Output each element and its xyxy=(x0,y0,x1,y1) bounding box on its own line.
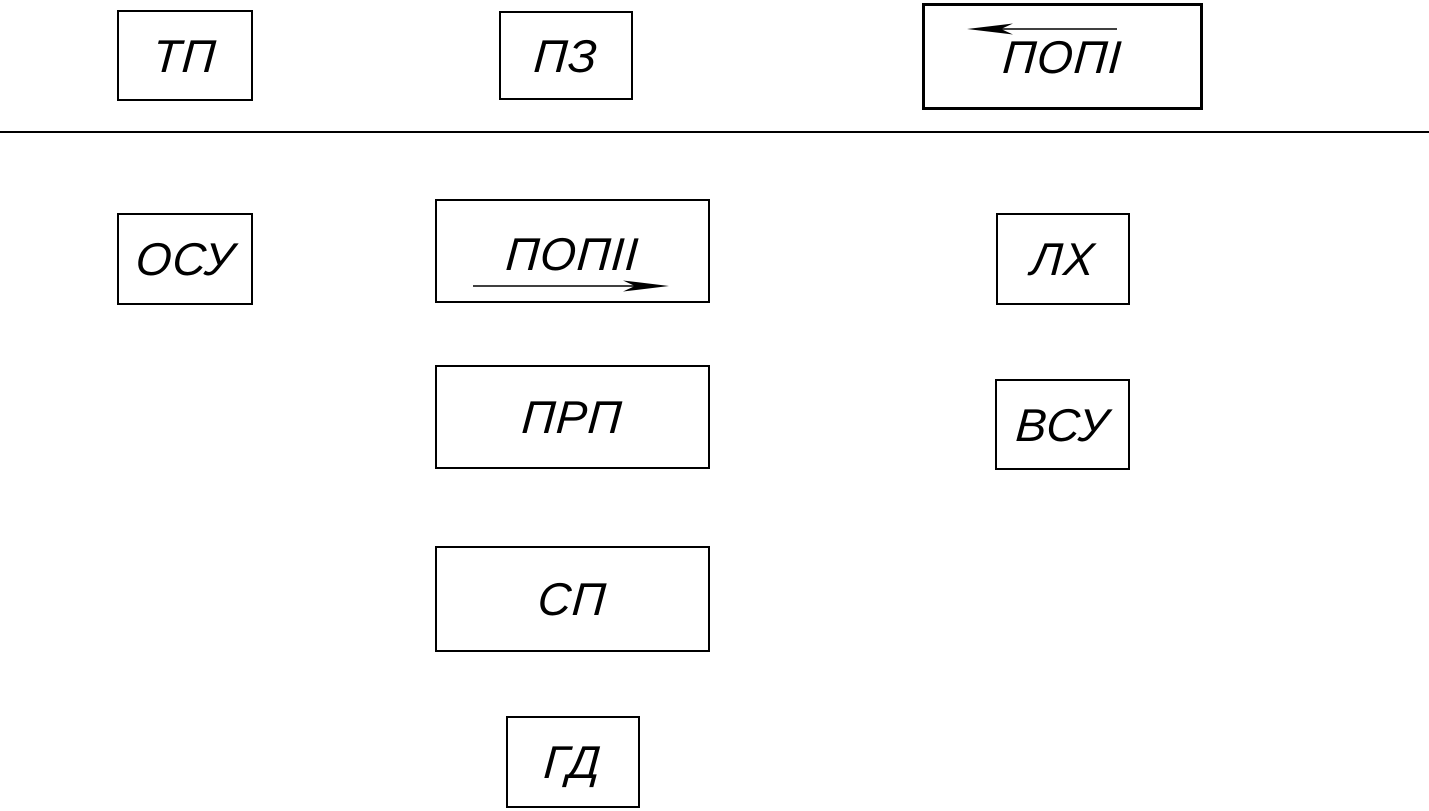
right-arrow-icon xyxy=(473,280,669,292)
block-lh: ЛХ xyxy=(996,213,1130,305)
block-tp-label: ТП xyxy=(151,29,219,82)
block-sp-label: СП xyxy=(536,573,609,625)
block-pop1-label: ПОПI xyxy=(1001,31,1124,83)
block-vsu-label: ВСУ xyxy=(1014,398,1111,451)
left-arrow-icon xyxy=(967,23,1117,35)
block-pz-label: ПЗ xyxy=(532,29,600,82)
block-sp: СП xyxy=(435,546,710,652)
block-osu-label: ОСУ xyxy=(133,233,237,285)
block-osu: ОСУ xyxy=(117,213,253,305)
block-gd-label: ГД xyxy=(542,736,604,788)
block-lh-label: ЛХ xyxy=(1029,233,1097,285)
block-pop2-label: ПОПII xyxy=(504,228,641,280)
block-pop1: ПОПI xyxy=(922,3,1203,110)
block-gd: ГД xyxy=(506,716,640,808)
block-prp: ПРП xyxy=(435,365,710,469)
block-vsu: ВСУ xyxy=(995,379,1130,470)
divider-line xyxy=(0,131,1429,133)
block-pz: ПЗ xyxy=(499,11,633,100)
block-prp-label: ПРП xyxy=(520,391,625,443)
block-pop2: ПОПII xyxy=(435,199,710,303)
block-tp: ТП xyxy=(117,10,253,101)
